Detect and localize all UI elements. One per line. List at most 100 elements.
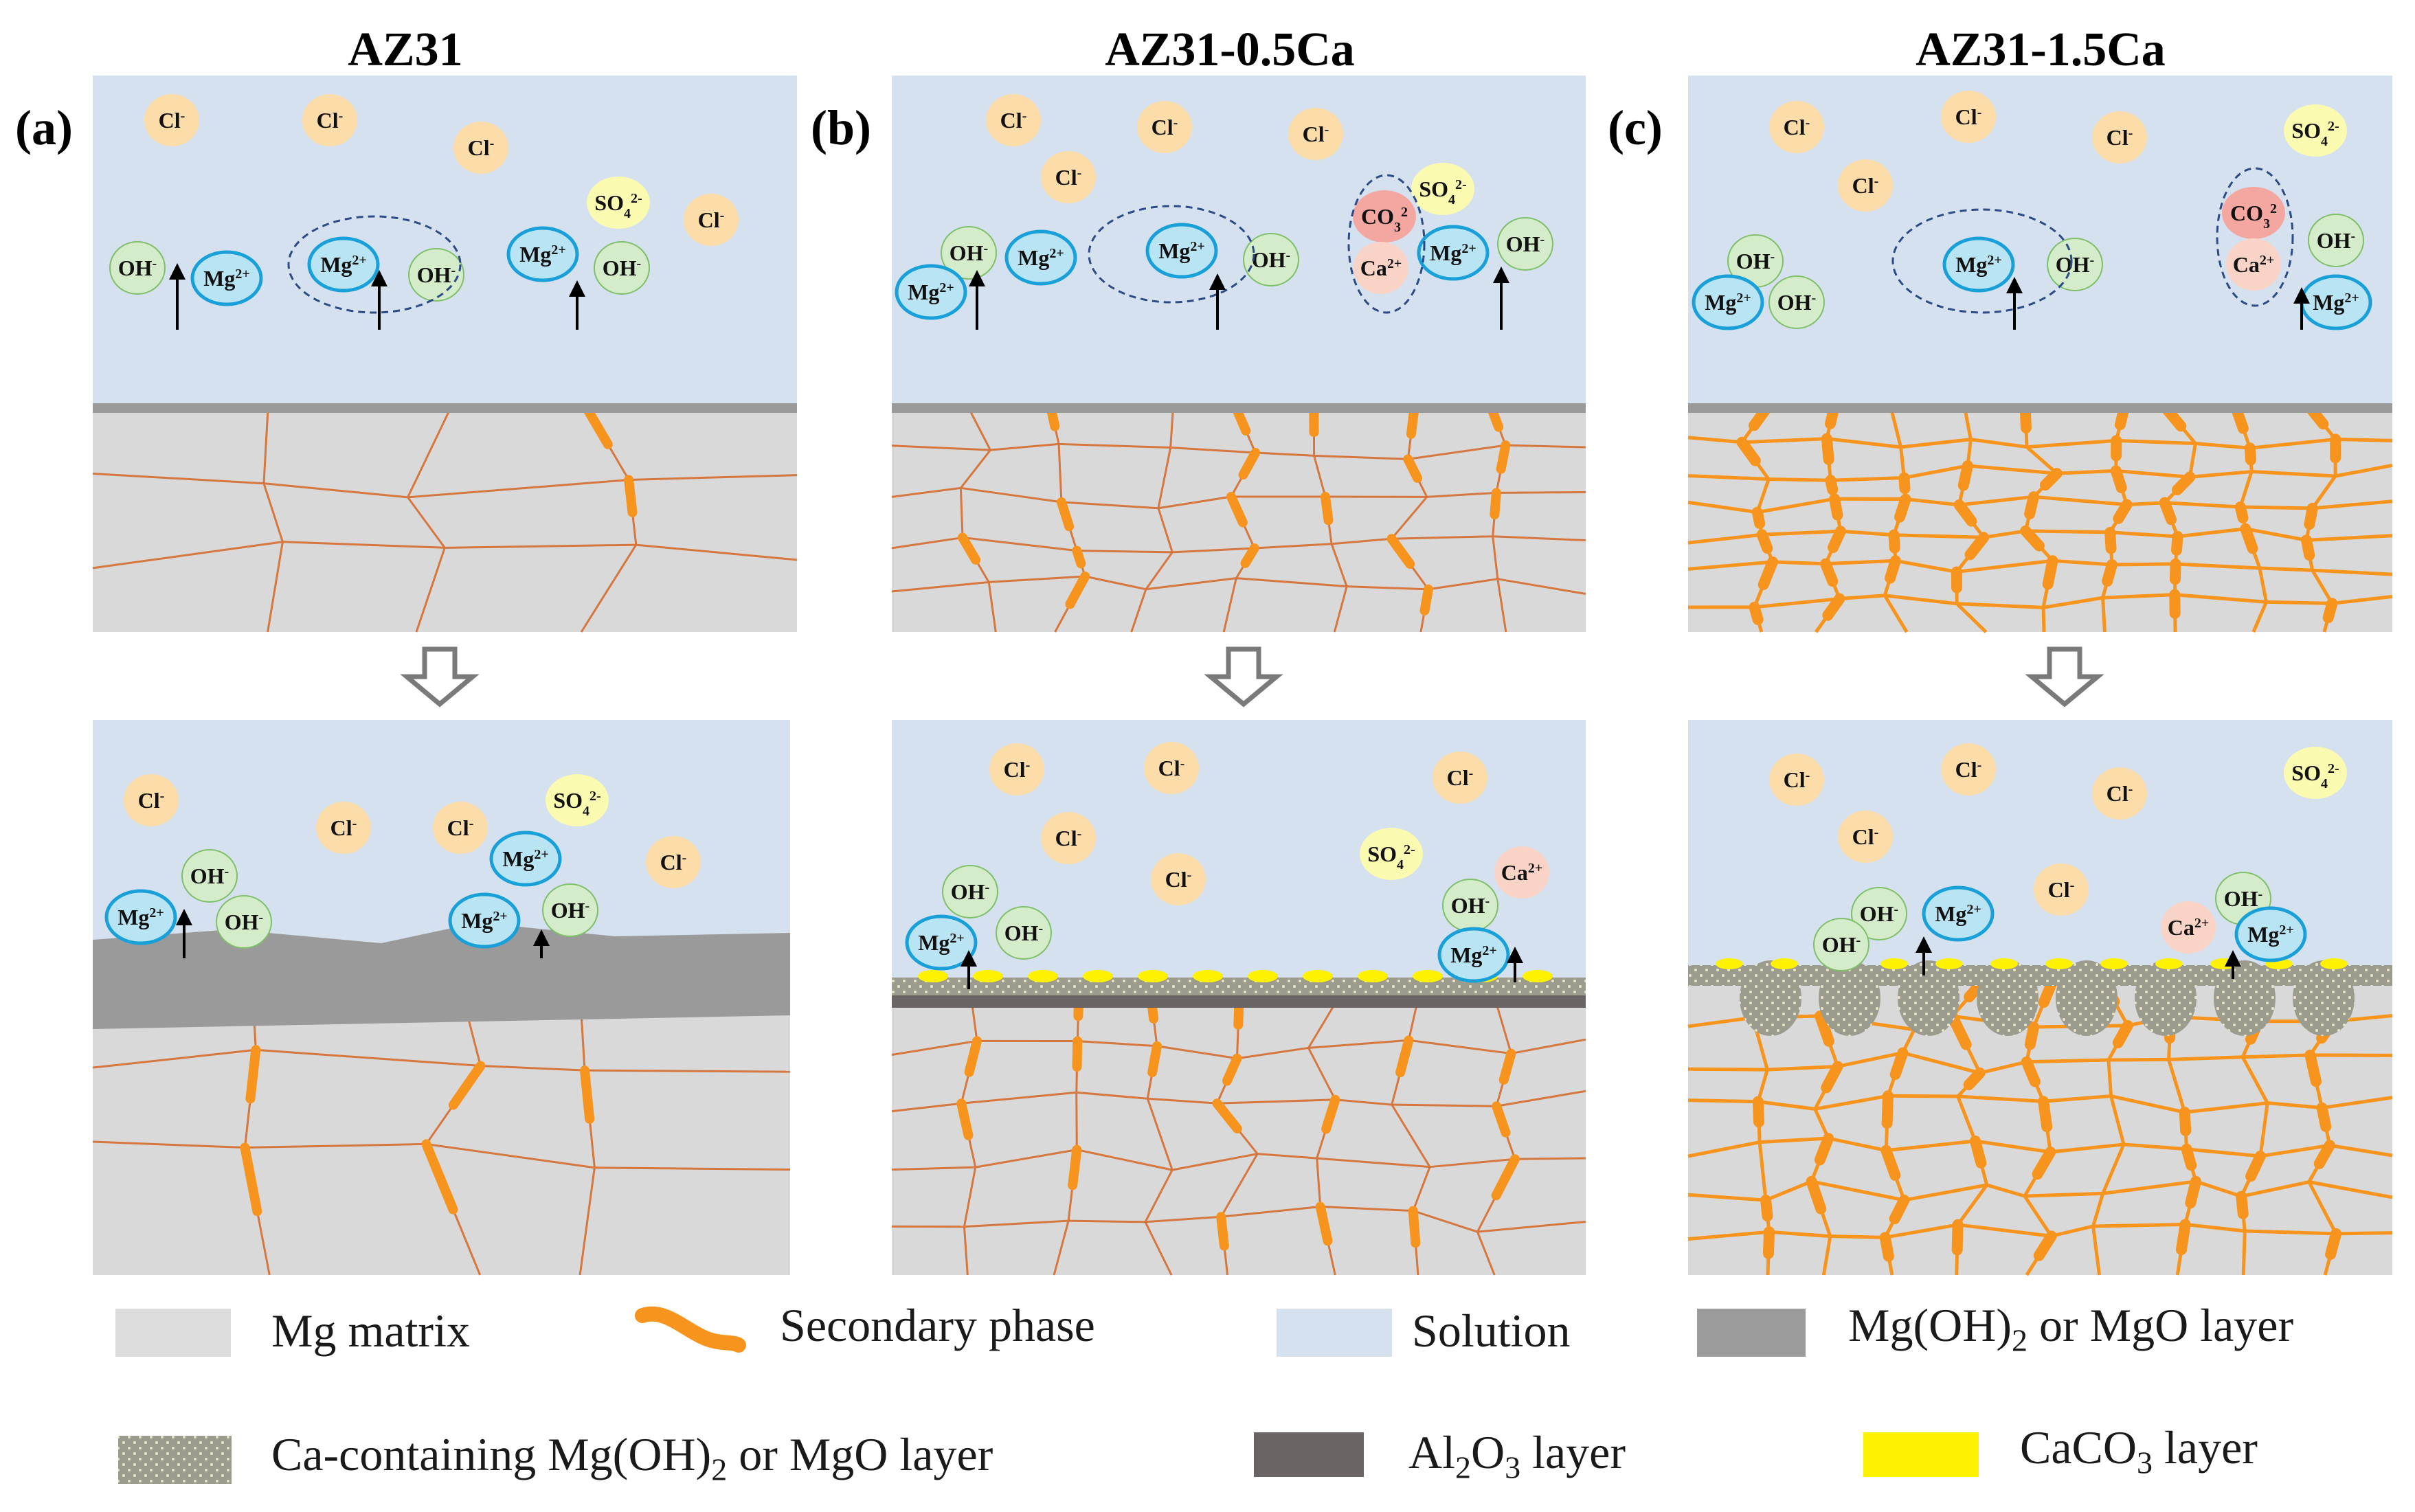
cl-ion: Cl- — [453, 122, 508, 174]
panel-letter-a: (a) — [15, 100, 73, 155]
svg-text:Mg2+: Mg2+ — [320, 252, 367, 277]
mg-ion: Mg2+ — [190, 250, 263, 306]
svg-text:Cl-: Cl- — [1055, 826, 1082, 850]
cl-ion: Cl- — [1941, 743, 1996, 796]
cl-ion: Cl- — [1144, 742, 1199, 794]
co3-ion: CO32 — [1353, 190, 1416, 242]
mg-ion: Mg2+ — [1145, 223, 1218, 279]
cl-ion: Cl- — [302, 94, 357, 146]
cl-ion: Cl- — [124, 774, 179, 826]
transition-arrow-b — [1204, 646, 1283, 708]
complex-dashed-ellipse — [1088, 205, 1255, 304]
oh-ion: OH- — [109, 241, 166, 295]
svg-text:Mg2+: Mg2+ — [908, 280, 954, 304]
mg-ion: Mg2+ — [905, 914, 978, 971]
mg-ion: Mg2+ — [2234, 906, 2307, 962]
svg-text:Mg2+: Mg2+ — [1705, 290, 1751, 315]
oh-ion: OH- — [216, 895, 272, 949]
legend-swatch-mgoh2-layer — [1697, 1309, 1806, 1357]
svg-text:Mg2+: Mg2+ — [502, 846, 549, 871]
legend-label-al2o3-layer: Al2O3 layer — [1408, 1426, 1626, 1485]
so4-ion: SO42- — [546, 774, 609, 826]
cl-ion: Cl- — [433, 802, 488, 854]
svg-text:Mg2+: Mg2+ — [117, 905, 164, 929]
oh-ion: OH- — [1813, 918, 1869, 971]
svg-text:Mg2+: Mg2+ — [1430, 240, 1476, 265]
legend-label-caco3-layer: CaCO3 layer — [2020, 1421, 2258, 1480]
svg-text:CO32: CO32 — [2230, 201, 2277, 232]
mg-ion: Mg2+ — [895, 264, 967, 320]
svg-text:OH-: OH- — [1736, 249, 1775, 273]
svg-text:OH-: OH- — [118, 256, 157, 280]
oh-ion: OH- — [2047, 238, 2103, 291]
panel-b-bottom — [891, 720, 1586, 1276]
svg-text:OH-: OH- — [1252, 247, 1290, 272]
svg-text:Mg2+: Mg2+ — [203, 266, 250, 291]
svg-text:OH-: OH- — [603, 256, 641, 280]
mg-ion: Mg2+ — [1922, 885, 1995, 942]
svg-text:SO42-: SO42- — [1419, 177, 1466, 207]
mg-ion: Mg2+ — [1417, 225, 1490, 281]
mg-ion: Mg2+ — [2300, 274, 2372, 330]
oh-ion: OH- — [941, 226, 997, 280]
mg-ion: Mg2+ — [104, 889, 177, 945]
complex-dashed-ellipse — [2216, 167, 2294, 307]
oh-ion: OH- — [181, 849, 238, 903]
oh-ion: OH- — [1442, 879, 1498, 932]
cl-ion: Cl- — [316, 802, 371, 854]
svg-text:OH-: OH- — [551, 898, 589, 923]
legend-label-secondary-phase: Secondary phase — [780, 1299, 1095, 1351]
oh-ion: OH- — [1243, 233, 1299, 286]
svg-text:Mg2+: Mg2+ — [1935, 901, 1981, 926]
svg-text:Mg2+: Mg2+ — [1450, 943, 1497, 967]
mg-ion: Mg2+ — [1942, 236, 2015, 293]
legend-label-solution: Solution — [1412, 1305, 1571, 1357]
svg-text:Cl-: Cl- — [317, 108, 344, 133]
cl-ion: Cl- — [1769, 754, 1824, 806]
cl-ion: Cl- — [1041, 151, 1096, 203]
column-title-az31-0-5ca: AZ31-0.5Ca — [1105, 23, 1355, 76]
svg-text:OH-: OH- — [2056, 252, 2094, 277]
so4-ion: SO42- — [2284, 104, 2347, 157]
oh-ion: OH- — [408, 248, 464, 302]
svg-text:SO42-: SO42- — [2291, 760, 2339, 791]
cl-ion: Cl- — [1769, 101, 1824, 153]
svg-text:Ca2+: Ca2+ — [1501, 860, 1543, 885]
column-title-az31-1-5ca: AZ31-1.5Ca — [1916, 23, 2166, 76]
svg-text:Cl-: Cl- — [2107, 781, 2133, 806]
svg-text:OH-: OH- — [950, 240, 988, 265]
svg-text:Cl-: Cl- — [1165, 867, 1192, 892]
cl-ion: Cl- — [2092, 111, 2147, 163]
svg-text:Cl-: Cl- — [1784, 767, 1810, 792]
svg-text:Cl-: Cl- — [1784, 115, 1810, 139]
svg-text:Cl-: Cl- — [138, 788, 165, 813]
svg-text:Cl-: Cl- — [1447, 765, 1474, 790]
mg-ion: Mg2+ — [506, 226, 579, 282]
cl-ion: Cl- — [2034, 864, 2089, 916]
cl-ion: Cl- — [1041, 812, 1096, 864]
svg-text:Cl-: Cl- — [698, 207, 725, 232]
svg-text:Cl-: Cl- — [1055, 165, 1082, 190]
panel-c-top — [1687, 76, 2393, 633]
cl-ion: Cl- — [989, 743, 1044, 796]
legend-swatch-solution — [1277, 1309, 1392, 1357]
cl-ion: Cl- — [986, 94, 1041, 146]
panel-b-bottom-ions: Cl-Cl-Cl-Cl-Cl-SO42-Ca2+OH-OH-Mg2+OH-Mg2… — [905, 742, 1549, 983]
svg-text:OH-: OH- — [190, 864, 229, 888]
panel-letter-c: (c) — [1608, 100, 1663, 155]
oh-ion: OH- — [942, 865, 998, 918]
svg-text:OH-: OH- — [2317, 228, 2355, 253]
svg-text:Cl-: Cl- — [1004, 757, 1031, 782]
svg-text:Cl-: Cl- — [660, 850, 687, 875]
svg-text:Cl-: Cl- — [1852, 824, 1879, 849]
svg-text:Mg2+: Mg2+ — [918, 930, 965, 955]
svg-text:Ca2+: Ca2+ — [2233, 252, 2275, 277]
oh-ion: OH- — [594, 241, 650, 295]
cl-ion: Cl- — [1288, 108, 1343, 160]
svg-text:Cl-: Cl- — [2048, 877, 2075, 902]
svg-text:OH-: OH- — [1451, 893, 1490, 918]
cl-ion: Cl- — [646, 836, 701, 888]
transition-arrow-a — [400, 646, 480, 708]
svg-text:OH-: OH- — [1506, 232, 1545, 256]
legend-swatch-al2o3-layer — [1254, 1432, 1364, 1477]
